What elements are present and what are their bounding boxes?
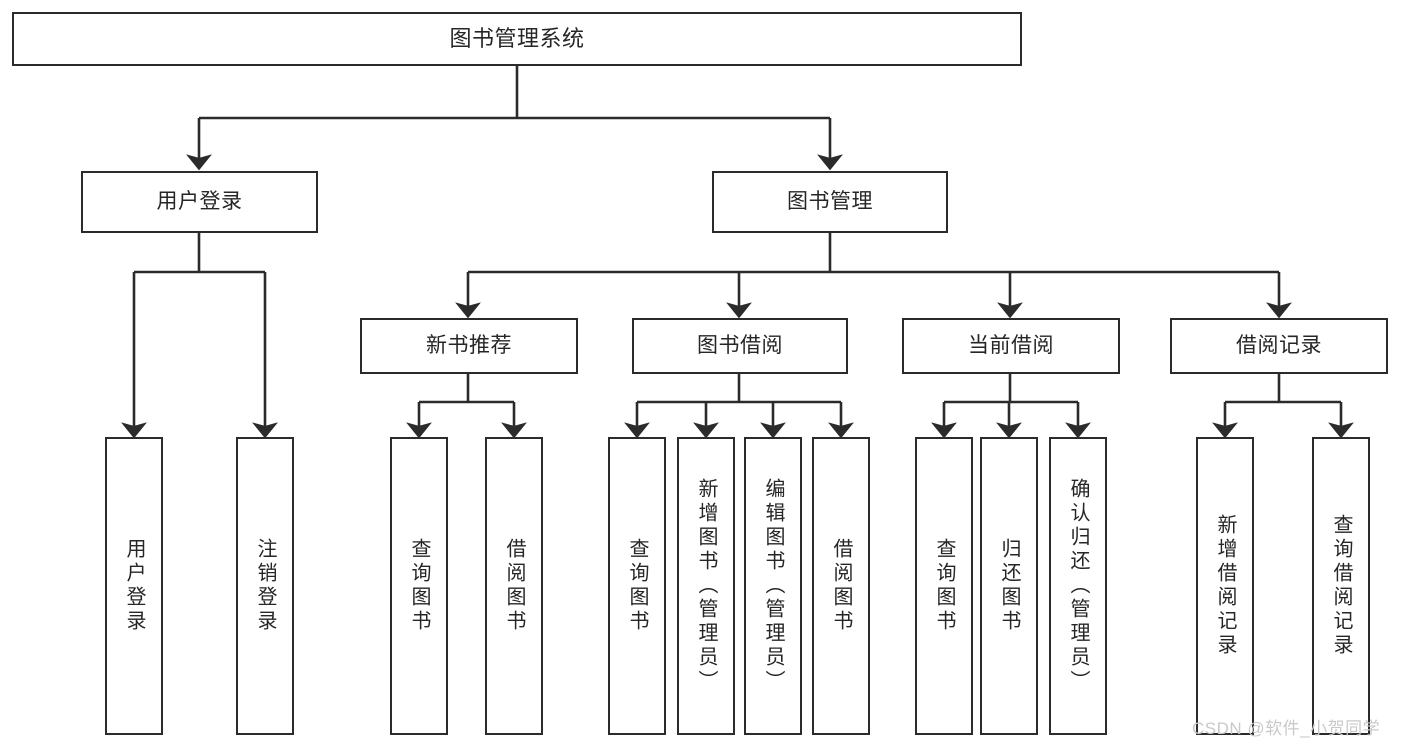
node-label: 图书管理系统 — [449, 25, 585, 51]
node-label: 确认归还（管理员） — [1067, 478, 1089, 694]
node-label: 查询图书 — [933, 538, 955, 634]
node-label: 归还图书 — [998, 538, 1020, 634]
node-leaf-query-book-recommend[interactable]: 查询图书 — [390, 437, 448, 735]
node-label: 查询借阅记录 — [1330, 514, 1352, 658]
csdn-watermark: CSDN @软件_小贺同学 — [1192, 719, 1381, 738]
node-leaf-confirm-return-admin[interactable]: 确认归还（管理员） — [1049, 437, 1107, 735]
node-label: 新增图书（管理员） — [695, 478, 717, 694]
node-user-login[interactable]: 用户登录 — [81, 171, 318, 233]
node-label: 用户登录 — [156, 189, 243, 213]
node-current-borrow[interactable]: 当前借阅 — [902, 318, 1120, 374]
node-label: 编辑图书（管理员） — [762, 478, 784, 694]
node-leaf-query-borrow-record[interactable]: 查询借阅记录 — [1312, 437, 1370, 735]
node-leaf-query-book-borrow[interactable]: 查询图书 — [608, 437, 666, 735]
node-leaf-query-book-current[interactable]: 查询图书 — [915, 437, 973, 735]
node-label: 新书推荐 — [426, 333, 512, 357]
node-book-borrow[interactable]: 图书借阅 — [632, 318, 848, 374]
node-label: 图书管理 — [787, 189, 873, 213]
node-label: 查询图书 — [408, 538, 430, 634]
node-leaf-borrow-book[interactable]: 借阅图书 — [812, 437, 870, 735]
node-new-book-recommend[interactable]: 新书推荐 — [360, 318, 578, 374]
node-label: 借阅记录 — [1236, 333, 1322, 357]
node-label: 借阅图书 — [830, 538, 852, 634]
node-leaf-user-login[interactable]: 用户登录 — [105, 437, 163, 735]
node-leaf-logout[interactable]: 注销登录 — [236, 437, 294, 735]
node-label: 图书借阅 — [697, 333, 783, 357]
node-label: 借阅图书 — [503, 538, 525, 634]
node-label: 查询图书 — [626, 538, 648, 634]
node-leaf-edit-book-admin[interactable]: 编辑图书（管理员） — [744, 437, 802, 735]
node-label: 注销登录 — [254, 538, 276, 634]
node-root-book-management-system[interactable]: 图书管理系统 — [12, 12, 1022, 66]
node-leaf-borrow-book-recommend[interactable]: 借阅图书 — [485, 437, 543, 735]
node-borrow-record[interactable]: 借阅记录 — [1170, 318, 1388, 374]
node-leaf-add-book-admin[interactable]: 新增图书（管理员） — [677, 437, 735, 735]
node-book-management[interactable]: 图书管理 — [712, 171, 948, 233]
node-leaf-return-book[interactable]: 归还图书 — [980, 437, 1038, 735]
node-label: 用户登录 — [123, 538, 145, 634]
node-label: 新增借阅记录 — [1214, 514, 1236, 658]
node-leaf-add-borrow-record[interactable]: 新增借阅记录 — [1196, 437, 1254, 735]
node-label: 当前借阅 — [968, 333, 1054, 357]
